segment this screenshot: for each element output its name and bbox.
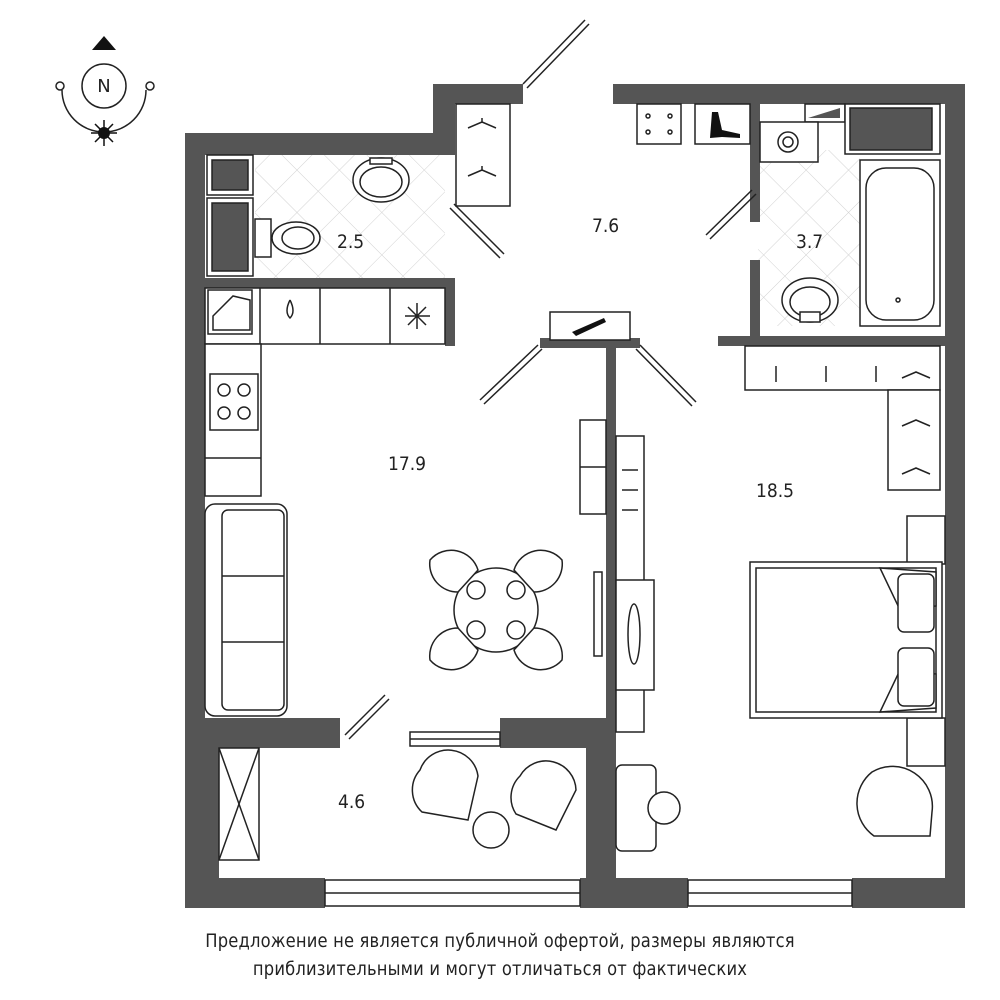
walls [185, 84, 965, 908]
disclaimer-line-2: приблизительными и могут отличаться от ф… [252, 958, 748, 980]
compass-north-label: N [97, 76, 110, 97]
room-area-bedroom: 18.5 [756, 480, 794, 502]
room-area-kitchen-living: 17.9 [388, 453, 426, 475]
room-area-hallway: 7.6 [592, 215, 619, 237]
balcony-furniture [218, 747, 577, 861]
bedroom-desk [615, 764, 934, 852]
compass: N [55, 36, 155, 146]
kitchen-units [204, 287, 446, 497]
sofa [204, 503, 288, 717]
large-bath-fixtures [759, 103, 941, 327]
disclaimer-line-1: Предложение не является публичной оферто… [205, 930, 795, 952]
small-bath-fixtures [206, 154, 410, 277]
doors [344, 19, 757, 740]
room-area-balcony: 4.6 [338, 791, 365, 813]
tile-floor-small-bath [255, 155, 445, 278]
floor-plan: N 2.5 7.6 3.7 17.9 18.5 4.6 [55, 19, 965, 908]
bedroom-wardrobe [744, 345, 941, 491]
hallway-wardrobe [455, 103, 751, 341]
windows [324, 731, 853, 907]
side-cabinets [579, 419, 655, 733]
bed [749, 515, 946, 767]
room-area-bathroom-small: 2.5 [337, 231, 364, 253]
room-area-bathroom-large: 3.7 [796, 231, 823, 253]
dining-set [428, 549, 564, 671]
